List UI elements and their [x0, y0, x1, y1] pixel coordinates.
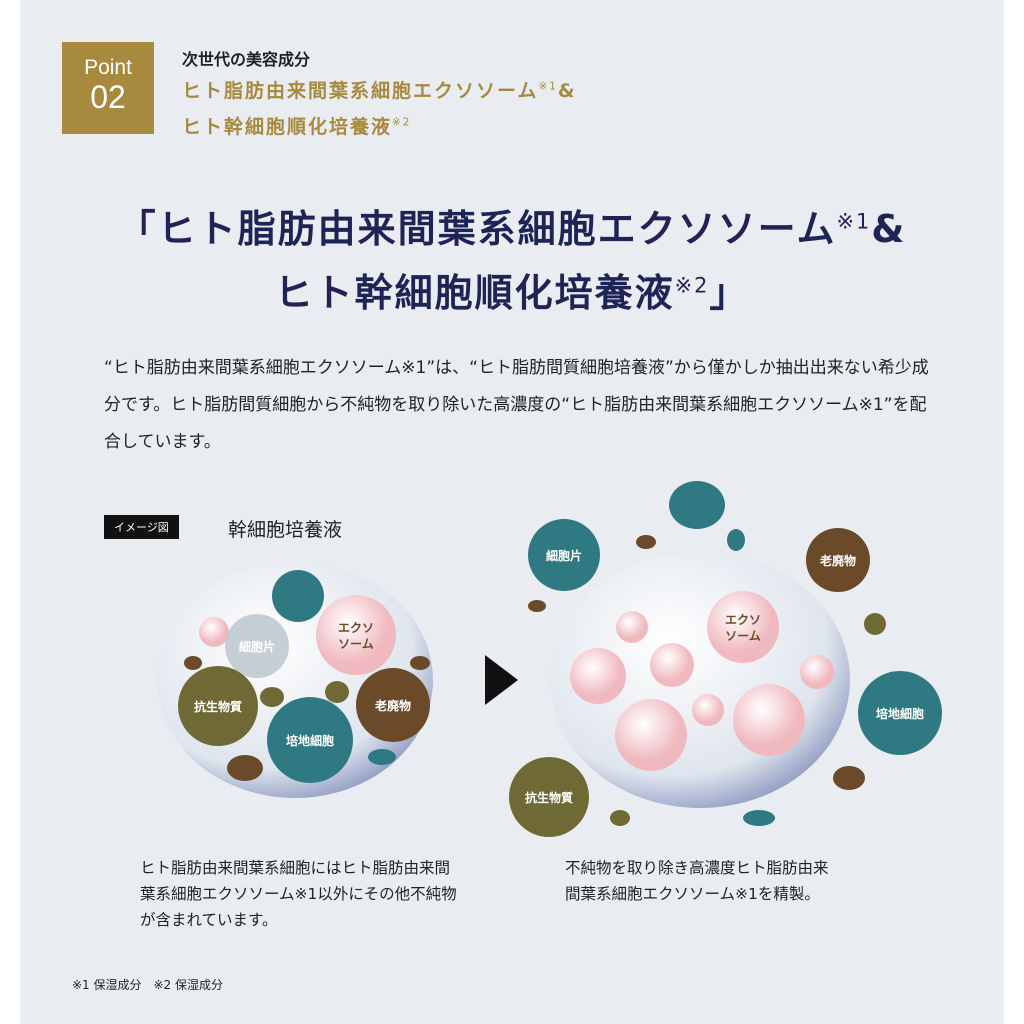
- svg-text:抗生物質: 抗生物質: [194, 699, 242, 714]
- svg-text:エクソ: エクソ: [725, 613, 761, 627]
- desc-right: 不純物を取り除き高濃度ヒト脂肪由来間葉系細胞エクソソーム※1を精製。: [565, 859, 829, 903]
- header-line2: ヒト幹細胞順化培養液※2: [182, 116, 412, 138]
- header-line1: ヒト脂肪由来間葉系細胞エクソソーム※1&: [182, 80, 577, 102]
- svg-text:ソーム: ソーム: [725, 629, 761, 643]
- svg-text:培地細胞: 培地細胞: [286, 733, 334, 748]
- arrow-icon: [485, 655, 518, 705]
- svg-text:ソーム: ソーム: [338, 637, 374, 651]
- svg-text:抗生物質: 抗生物質: [525, 790, 573, 805]
- main-title-line1: 「ヒト脂肪由来間葉系細胞エクソソーム※1&: [117, 207, 907, 251]
- desc-left: ヒト脂肪由来間葉系細胞にはヒト脂肪由来間葉系細胞エクソソーム※1以外にその他不純…: [140, 859, 457, 929]
- right-sphere: [550, 552, 850, 808]
- svg-text:老廃物: 老廃物: [820, 553, 856, 568]
- image-tag: イメージ図: [104, 515, 179, 539]
- svg-text:老廃物: 老廃物: [375, 698, 411, 713]
- footnote: ※1 保湿成分 ※2 保湿成分: [72, 978, 224, 992]
- body-text: “ヒト脂肪由来間葉系細胞エクソソーム※1”は、“ヒト脂肪間質細胞培養液”から僅か…: [104, 358, 929, 452]
- left-sphere: [157, 562, 433, 798]
- svg-text:エクソ: エクソ: [338, 621, 374, 635]
- main-title-line2: ヒト幹細胞順化培養液※2」: [274, 271, 750, 315]
- figure-caption: 幹細胞培養液: [228, 519, 343, 541]
- subtitle: 次世代の美容成分: [182, 50, 311, 69]
- svg-text:培地細胞: 培地細胞: [876, 706, 924, 721]
- label-fragment: 細胞片: [239, 639, 275, 654]
- svg-text:細胞片: 細胞片: [546, 548, 582, 563]
- panel: [20, 0, 1004, 1024]
